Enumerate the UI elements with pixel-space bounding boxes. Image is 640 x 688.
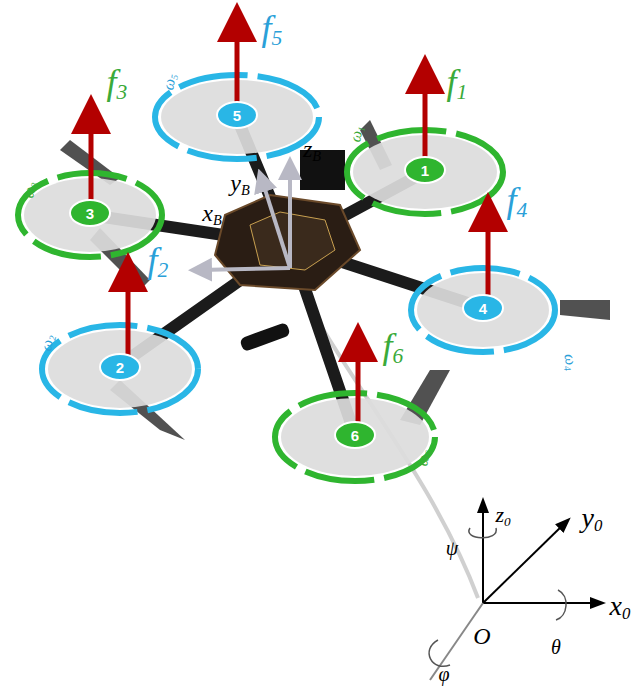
rotor-hub: 5 (216, 101, 258, 129)
speed-label: ω3 (20, 181, 40, 200)
rotor-disc (411, 268, 555, 352)
axis-label: z0 (495, 504, 510, 528)
rotor-number: 4 (462, 294, 504, 322)
rotor-hub: 4 (462, 294, 504, 322)
axis-label: xB (202, 201, 221, 227)
rotor-number: 5 (216, 101, 258, 129)
rotor-disc (275, 393, 435, 481)
angle-label: ψ (446, 538, 458, 558)
axis-label: zB (303, 137, 321, 163)
force-label: f3 (107, 64, 128, 104)
speed-label: ω6 (414, 449, 434, 468)
rotor-number: 3 (69, 199, 111, 227)
rotor-disc (42, 325, 198, 413)
axis-label: y0 (582, 504, 603, 535)
rotor-number: 1 (404, 156, 446, 184)
speed-label: ω1 (347, 125, 367, 144)
rotor-number: 6 (334, 421, 376, 449)
force-label: f6 (383, 328, 404, 368)
force-label: f2 (148, 242, 169, 282)
rotor-hub: 6 (334, 421, 376, 449)
axis-label: x0 (610, 592, 631, 623)
rotor-number: 2 (99, 353, 141, 381)
speed-label: ω5 (160, 73, 180, 92)
origin-label: O (473, 624, 490, 648)
angle-label: φ (438, 664, 449, 684)
force-label: f1 (447, 64, 468, 104)
speed-label: ω4 (560, 353, 580, 372)
force-label: f5 (262, 10, 283, 50)
rotor-hub: 3 (69, 199, 111, 227)
angle-label: θ (551, 637, 561, 657)
speed-label: ω2 (38, 334, 58, 353)
rotor-hub: 2 (99, 353, 141, 381)
axis-label: yB (230, 171, 249, 197)
force-label: f4 (507, 182, 528, 222)
rotor-hub: 1 (404, 156, 446, 184)
